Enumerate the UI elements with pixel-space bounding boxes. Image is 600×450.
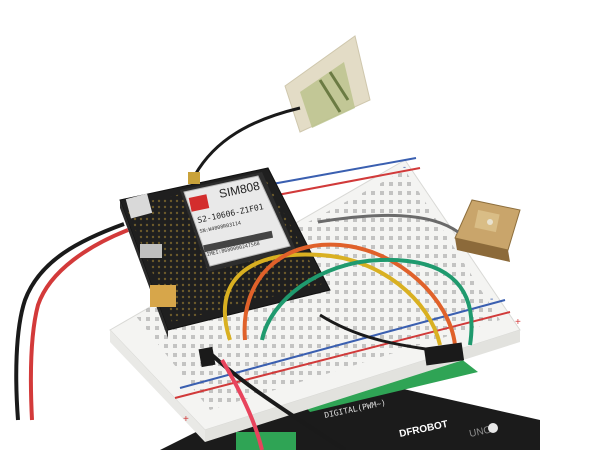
rail-mark-0: + xyxy=(183,414,189,425)
rail-mark-3: - xyxy=(490,294,493,305)
module-logo xyxy=(188,194,210,212)
battery-connector xyxy=(150,285,176,307)
usb-port xyxy=(140,244,162,258)
dc-power-jack xyxy=(125,193,153,219)
power-wires xyxy=(14,222,129,421)
antenna-connector xyxy=(188,172,200,184)
module-barcode xyxy=(203,230,274,253)
sim808-module: SIM808 S2-10606-Z1F01 SN:W4808R03114 IME… xyxy=(180,172,296,272)
jumper-wires xyxy=(198,242,474,450)
arduino-board-name: UNO xyxy=(468,425,492,440)
arduino-mount-hole xyxy=(488,423,498,433)
rail-mark-1: - xyxy=(403,162,406,172)
jumper-plug-left xyxy=(198,346,216,368)
gps-antenna xyxy=(317,199,521,262)
rail-line-red-bottom xyxy=(174,311,511,399)
jumper-plug-right xyxy=(423,342,465,366)
gsm-antenna xyxy=(193,35,371,176)
rail-mark-2: + xyxy=(515,317,521,328)
